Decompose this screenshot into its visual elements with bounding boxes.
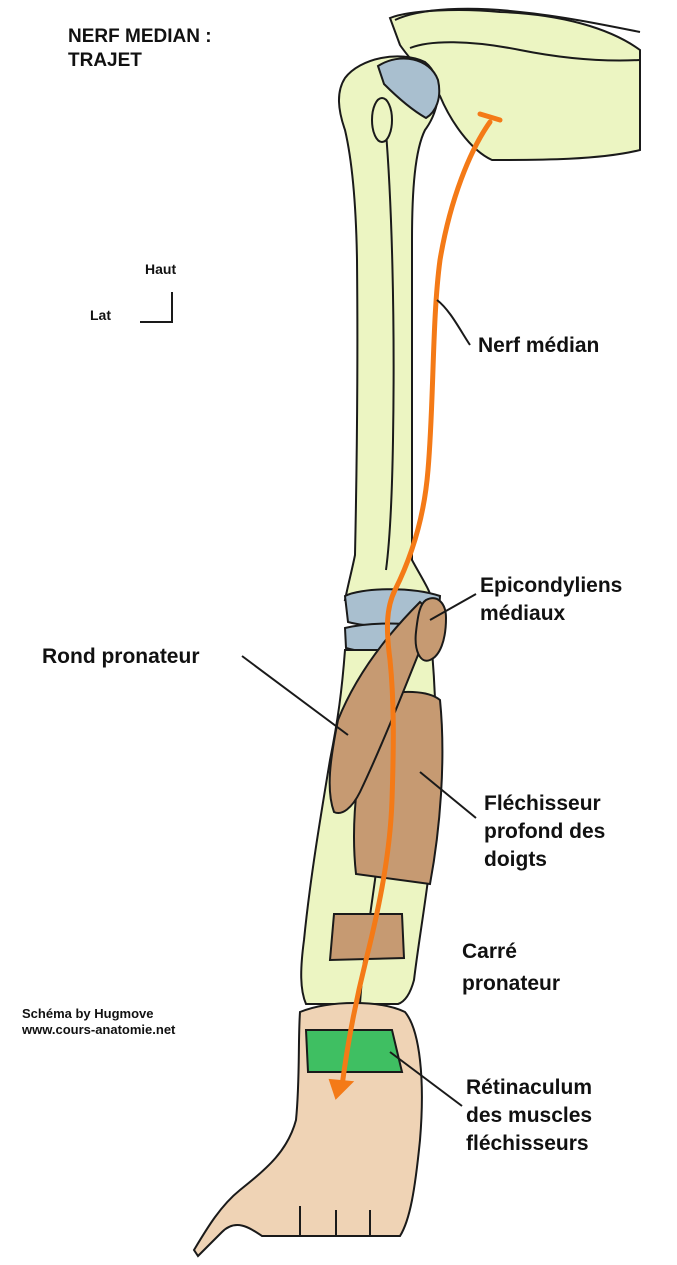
title-line-1: NERF MEDIAN : <box>68 26 212 47</box>
humerus-tubercle <box>372 98 392 142</box>
label-rond-pronateur: Rond pronateur <box>42 645 200 668</box>
medial-epicondylar-muscles <box>416 598 446 660</box>
retinaculum <box>306 1030 402 1072</box>
label-retinaculum-1: Rétinaculum <box>466 1076 592 1099</box>
label-flechisseur-1: Fléchisseur <box>484 792 601 815</box>
label-flechisseur-3: doigts <box>484 848 547 871</box>
label-flechisseur-2: profond des <box>484 820 605 843</box>
label-retinaculum-2: des muscles <box>466 1104 592 1127</box>
label-nerf-median: Nerf médian <box>478 334 599 357</box>
leader-nerf-median <box>437 300 470 345</box>
label-retinaculum-3: fléchisseurs <box>466 1132 589 1155</box>
orientation-lateral-label: Lat <box>90 307 111 323</box>
label-carre-2: pronateur <box>462 972 560 995</box>
orientation-up-label: Haut <box>145 261 176 277</box>
title-line-2: TRAJET <box>68 50 142 71</box>
leader-rond-pronateur <box>242 656 348 735</box>
credit-line-1: Schéma by Hugmove <box>22 1006 154 1021</box>
label-carre-1: Carré <box>462 940 517 963</box>
orientation-marker <box>140 292 172 322</box>
label-epicondyliens-2: médiaux <box>480 602 566 625</box>
credit-line-2: www.cours-anatomie.net <box>21 1022 176 1037</box>
label-epicondyliens-1: Epicondyliens <box>480 574 622 597</box>
